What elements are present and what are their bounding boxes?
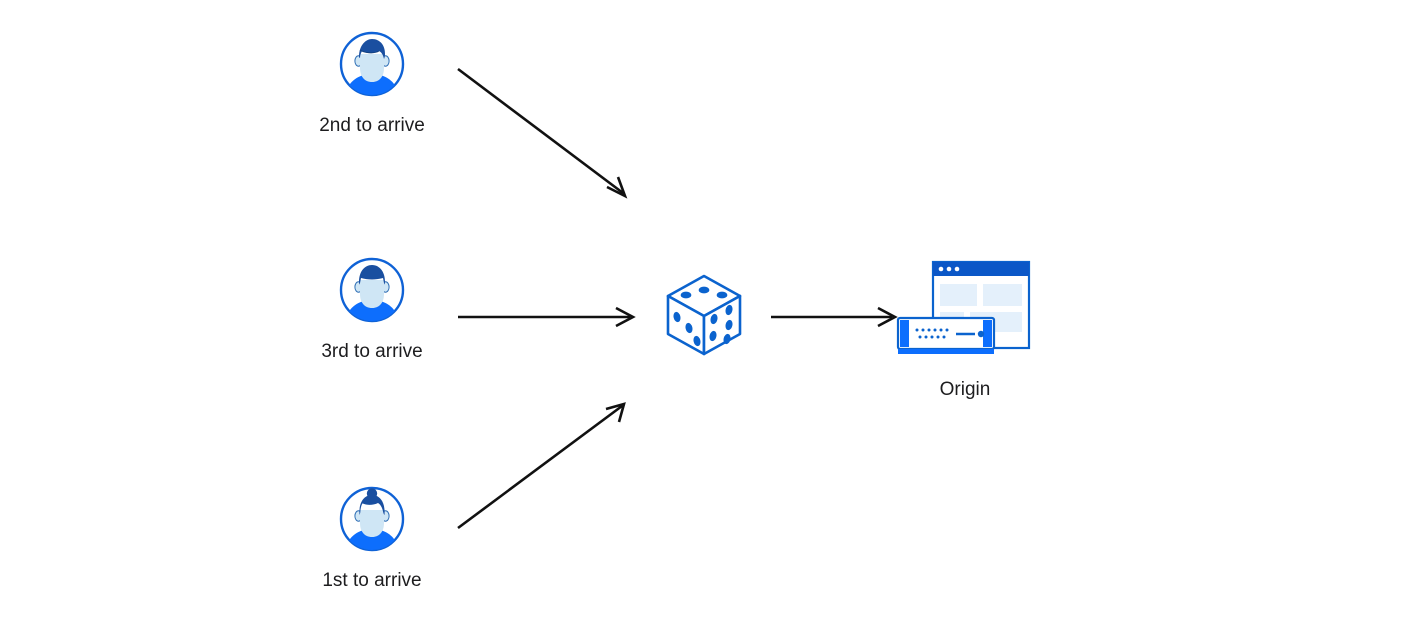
node-origin [893, 256, 1038, 366]
server-appliance-icon [896, 316, 996, 354]
user-avatar-icon [339, 257, 405, 323]
arrow-dice-to-origin [771, 306, 898, 328]
user-avatar-icon [339, 486, 405, 552]
node-visitor-2nd [338, 30, 406, 98]
dice-icon [666, 274, 742, 356]
user-avatar-icon [339, 31, 405, 97]
node-visitor-1st [338, 485, 406, 553]
node-label-visitor-1st: 1st to arrive [322, 570, 422, 591]
arrow-3rd-to-dice [458, 306, 636, 328]
node-label-visitor-2nd: 2nd to arrive [319, 115, 425, 136]
node-label-visitor-3rd: 3rd to arrive [321, 341, 423, 362]
arrow-1st-to-dice [457, 402, 626, 530]
arrow-2nd-to-dice [457, 67, 628, 199]
node-label-origin: Origin [939, 379, 991, 400]
origin-server-icon [896, 260, 1031, 354]
node-visitor-3rd [338, 256, 406, 324]
node-randomizer [661, 270, 747, 360]
